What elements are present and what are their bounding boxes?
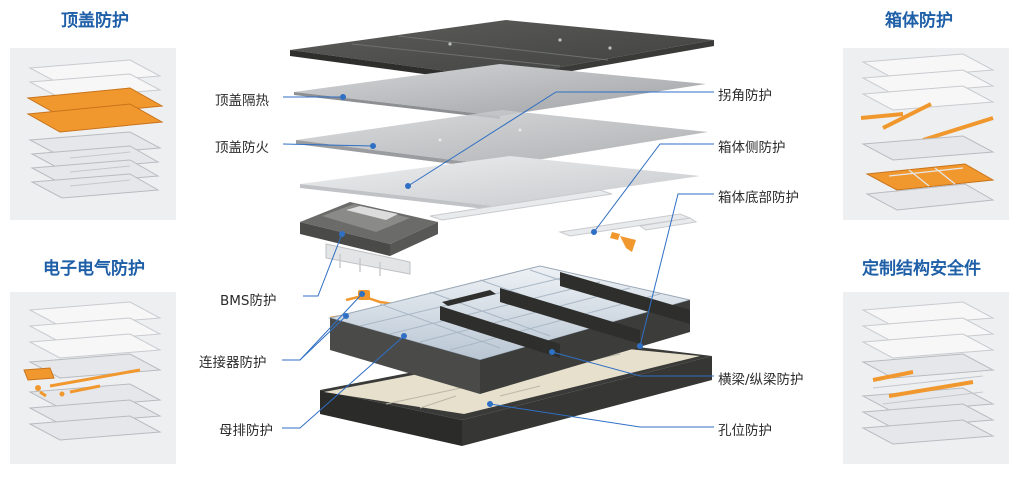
title-custom-structural-parts: 定制结构安全件	[862, 259, 981, 279]
cell-modules	[328, 265, 691, 394]
title-top-cover-protection: 顶盖防护	[61, 11, 129, 31]
bms-module	[300, 202, 438, 276]
label-top-cover-fireproof: 顶盖防火	[215, 140, 269, 156]
label-corner-protection: 拐角防护	[718, 88, 772, 104]
label-side-protection: 箱体侧防护	[718, 140, 786, 156]
label-top-cover-insulation: 顶盖隔热	[215, 93, 269, 109]
label-connector-protection: 连接器防护	[199, 355, 267, 371]
leader-lines	[282, 91, 714, 429]
title-electrical-protection: 电子电气防护	[43, 259, 145, 279]
title-box-protection: 箱体防护	[885, 11, 953, 31]
fireproof-sheet	[296, 110, 708, 170]
label-beam-protection: 横梁/纵梁防护	[718, 372, 804, 388]
label-bms-protection: BMS防护	[220, 293, 277, 309]
thumbnail-top-cover	[10, 48, 176, 220]
label-busbar-protection: 母排防护	[219, 423, 273, 439]
thumbnail-electrical	[10, 292, 176, 464]
corner-protection-sheet	[300, 156, 700, 210]
thumbnail-box	[843, 48, 1009, 220]
label-hole-protection: 孔位防护	[718, 423, 772, 439]
label-bottom-protection: 箱体底部防护	[718, 190, 799, 206]
thumbnail-custom-parts	[843, 292, 1009, 464]
leader-dots	[339, 94, 643, 407]
insulation-sheet	[294, 64, 706, 119]
